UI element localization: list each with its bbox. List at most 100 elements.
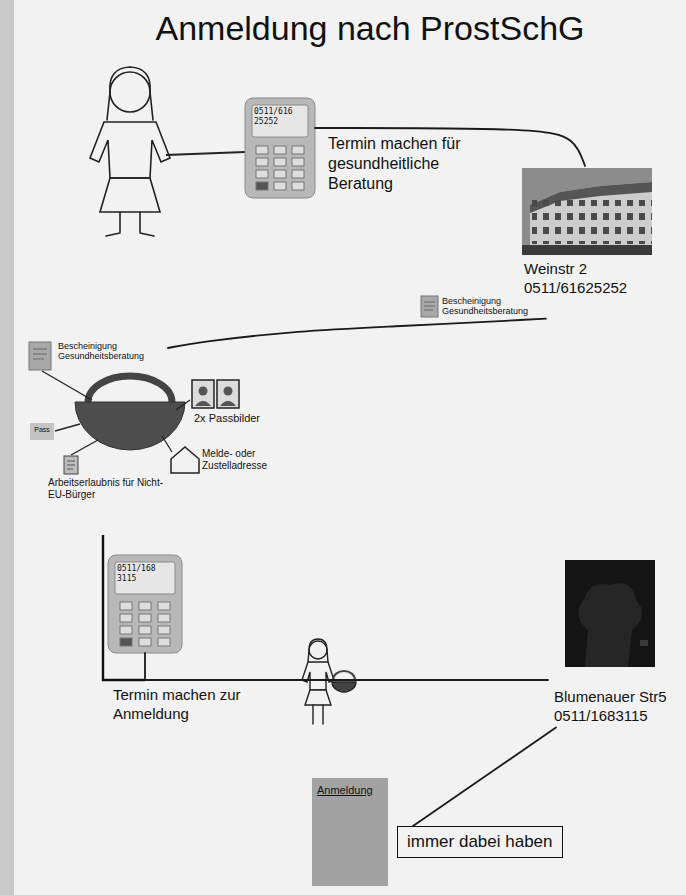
certificate-card <box>29 342 51 370</box>
passport-card: Pass <box>30 423 54 440</box>
building-photo-part <box>522 168 652 255</box>
building-photo-part <box>530 182 652 255</box>
woman-figure-part <box>90 122 170 178</box>
document-icon <box>64 456 78 474</box>
woman-figure-part <box>100 178 160 212</box>
woman-figure-part <box>110 72 150 112</box>
woman-figure-part <box>107 92 110 120</box>
basket-leader-lines-part <box>176 400 190 410</box>
basket-leader-lines-part <box>71 440 98 455</box>
node-text: 0511/1683115 <box>554 707 678 726</box>
phone-screen: 0511/616 25252 <box>245 98 315 198</box>
woman-figure-part <box>106 233 154 236</box>
building-photo <box>522 168 652 255</box>
connector-line <box>145 653 548 680</box>
leader-line <box>166 152 245 155</box>
house-icon-part <box>171 447 199 473</box>
passport-photos-part <box>199 387 208 396</box>
building-photo-part <box>578 583 642 667</box>
phone-icon-part <box>139 614 151 622</box>
passport-photos-part <box>192 380 214 408</box>
woman-figure-part <box>110 67 153 120</box>
certificate-card-part <box>421 296 438 317</box>
phone-icon-part <box>256 158 268 166</box>
phone-icon-part <box>139 626 151 634</box>
work-permit-label: Arbeitserlaubnis für Nicht-EU-Bürger <box>44 456 172 503</box>
girl-figure-part <box>333 671 355 680</box>
phone-icon-part <box>274 146 286 154</box>
office-address: Blumenauer Str50511/1683115 <box>548 558 682 728</box>
connector-part <box>145 128 585 826</box>
phone-icon <box>108 555 182 653</box>
node-text: Bescheinigung Gesundheitsberatung <box>58 341 166 362</box>
phone-icon-part <box>256 146 268 154</box>
node-text: Arbeitserlaubnis für Nicht-EU-Bürger <box>48 477 170 501</box>
registration-card: Anmeldung <box>312 778 388 886</box>
phone-icon-part <box>139 602 151 610</box>
phone-icon-part <box>292 182 304 190</box>
phone-screen: 0511/168 3115 <box>108 555 182 653</box>
passport-photos-part <box>217 380 239 408</box>
certificate-note: Bescheinigung Gesundheitsberatung <box>28 338 168 364</box>
building-photo-part <box>532 200 652 244</box>
phone-icon-part <box>256 182 268 190</box>
phone-icon-part <box>158 638 170 646</box>
girl-figure-part <box>313 705 323 724</box>
basket-icon-part <box>88 376 172 402</box>
passport-photos-part <box>195 401 211 406</box>
phone-icon-part <box>292 158 304 166</box>
phone-icon-part <box>158 602 170 610</box>
node-text: Blumenauer Str5 <box>554 688 678 707</box>
note-box: immer dabei haben <box>397 826 563 858</box>
node-text: 0511/168 3115 <box>117 564 173 584</box>
node-text: Pass <box>31 426 53 434</box>
node-text: 2x Passbilder <box>194 412 284 425</box>
girl-figure <box>302 639 356 724</box>
girl-figure-part <box>308 639 328 662</box>
node-text: immer dabei haben <box>407 832 553 852</box>
paper-sheet <box>14 0 686 895</box>
phone-icon-part <box>274 158 286 166</box>
document-icon-part <box>67 461 75 469</box>
phone-icon-part <box>120 614 132 622</box>
phone-icon-part <box>274 182 286 190</box>
node-text: 0511/61625252 <box>524 279 658 298</box>
phone-icon-part <box>120 626 132 634</box>
passport-photos-part <box>224 387 233 396</box>
girl-figure-part <box>332 682 356 692</box>
node-text: 0511/616 25252 <box>254 107 306 127</box>
phone-icon-part <box>158 614 170 622</box>
girl-figure-part <box>305 690 331 705</box>
phone-icon-part <box>245 98 315 198</box>
phone-icon-part <box>292 146 304 154</box>
phone-icon-part <box>139 638 151 646</box>
building-address: Weinstr 20511/61625252 <box>520 166 662 300</box>
phone-icon-part <box>292 170 304 178</box>
phone-icon-part <box>256 170 268 178</box>
certificate-note: Bescheinigung Gesundheitsberatung <box>420 294 560 319</box>
building-photo-part <box>640 640 648 646</box>
phone-icon-part <box>120 638 132 646</box>
connector-line <box>168 319 546 348</box>
certificate-card-part <box>29 342 51 370</box>
phone-icon-part <box>158 626 170 634</box>
node-text: Anmeldung <box>317 784 383 797</box>
basket-leader-lines-part <box>55 424 80 431</box>
connector-line <box>413 728 556 827</box>
girl-figure-part <box>302 662 334 690</box>
building-photo-part <box>565 560 655 667</box>
phone-icon-part <box>252 105 308 137</box>
phone-icon <box>245 98 315 198</box>
basket-leader-lines <box>42 371 190 455</box>
house-icon <box>171 447 199 473</box>
passport-photos-label: 2x Passbilder <box>190 378 286 427</box>
woman-figure-part <box>120 212 140 232</box>
basket-icon-part <box>75 402 185 450</box>
poster-title: Anmeldung nach ProstSchG <box>130 8 610 49</box>
certificate-card <box>421 296 438 317</box>
node-text: Bescheinigung Gesundheitsberatung <box>442 296 558 317</box>
passport-photos-part <box>220 401 236 406</box>
